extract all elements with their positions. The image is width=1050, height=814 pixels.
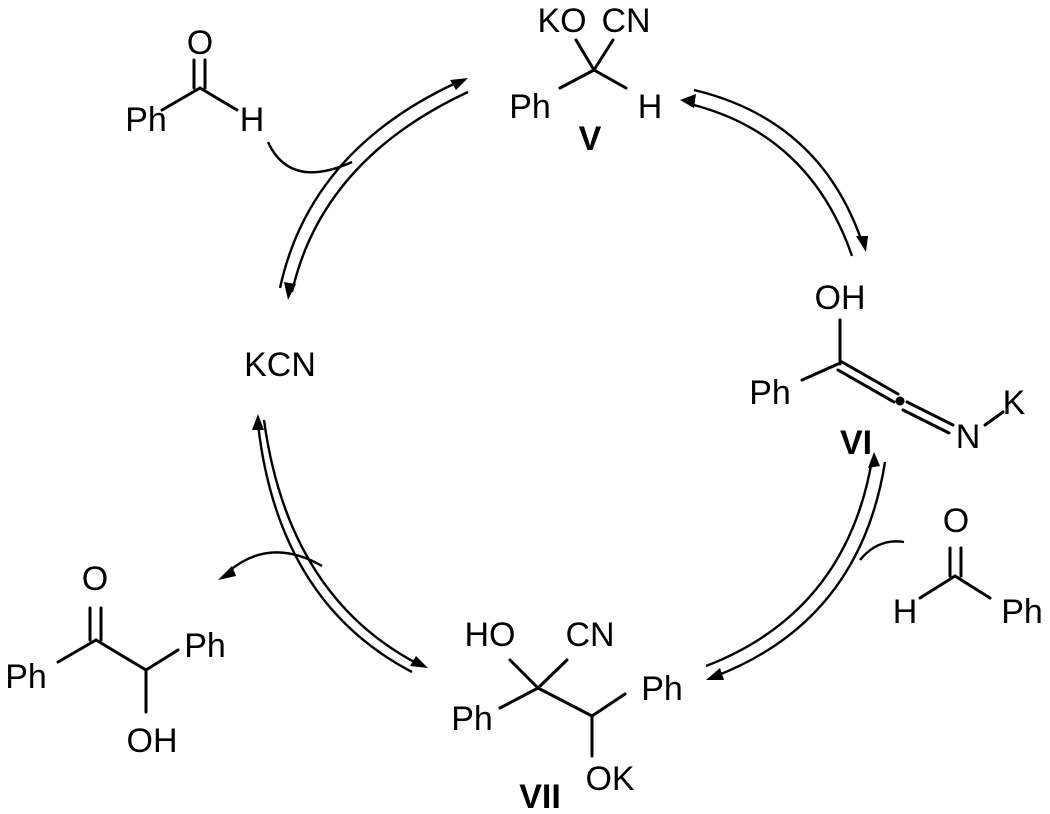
equilibrium-arrow-vii-kcn	[252, 414, 428, 674]
hydrogen-label: H	[893, 593, 918, 631]
benzoin-product: O Ph Ph OH	[5, 560, 226, 760]
phenyl-label: Ph	[451, 700, 493, 738]
potassium-label: K	[1003, 384, 1026, 422]
compound-vi-id: VI	[840, 424, 872, 462]
phenyl-label: Ph	[1001, 593, 1043, 631]
hydroxyl-label: OH	[815, 279, 866, 317]
compound-vi: OH Ph N K VI	[749, 279, 1025, 462]
compound-vii: HO CN Ph Ph OK VII	[451, 616, 683, 814]
hydrogen-label: H	[240, 101, 265, 139]
product-release-arrowhead	[218, 566, 236, 580]
compound-vii-id: VII	[519, 778, 561, 814]
oxygen-label: O	[187, 24, 213, 62]
hydrogen-label: H	[638, 88, 663, 126]
phenyl-label: Ph	[125, 101, 167, 139]
phenyl-label: Ph	[509, 88, 551, 126]
nitrile-label: CN	[601, 2, 650, 40]
nitrile-label: CN	[565, 616, 614, 654]
nitrogen-label: N	[956, 418, 981, 456]
benzaldehyde-right: O H Ph	[893, 502, 1043, 631]
oxygen-label: O	[82, 560, 108, 598]
alkoxide-label: OK	[585, 760, 634, 798]
benzaldehyde-addition-curve-right	[859, 540, 905, 561]
phenyl-label: Ph	[5, 658, 47, 696]
phenyl-label: Ph	[749, 374, 791, 412]
product-release-curve	[227, 551, 323, 573]
equilibrium-arrow-vi-vii	[705, 452, 887, 680]
compound-v-id: V	[579, 120, 602, 158]
kcn-catalyst-label: KCN	[244, 346, 316, 384]
equilibrium-arrow-kcn-v	[278, 78, 469, 300]
hydroxyl-label: HO	[465, 616, 516, 654]
ko-label: KO	[537, 2, 586, 40]
compound-v: KO CN Ph H V	[509, 2, 662, 158]
benzaldehyde-top-left: O Ph H	[125, 24, 264, 139]
equilibrium-arrow-v-vi	[680, 88, 868, 257]
phenyl-label: Ph	[184, 627, 226, 665]
benzaldehyde-addition-curve	[266, 141, 353, 174]
phenyl-label: Ph	[641, 670, 683, 708]
oxygen-label: O	[943, 502, 969, 540]
hydroxyl-label: OH	[127, 722, 178, 760]
